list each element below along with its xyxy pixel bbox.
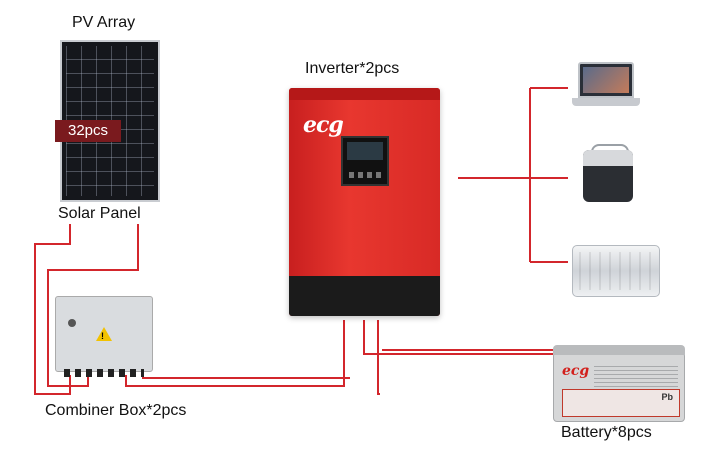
solar-panel-caption: Solar Panel [58,205,141,222]
pv-array-title: PV Array [72,14,136,31]
combiner-box-icon: ! [55,296,153,377]
combiner-to-inverter-wire-1 [125,320,345,387]
battery-pb-mark: Pb [661,392,673,402]
battery-logo: ecg [562,363,590,379]
combiner-box-caption: Combiner Box*2pcs [45,402,187,419]
laptop-base [572,98,640,106]
pv-to-combiner-wire-2 [47,224,139,387]
inverter-title: Inverter*2pcs [305,60,400,77]
inverter-to-battery-wire-2 [377,320,380,395]
battery-icon: ecg Pb [553,345,685,422]
laptop-icon [578,62,634,98]
battery-caption: Battery*8pcs [561,424,652,441]
panel-count-badge: 32pcs [55,120,121,142]
inverter-logo: ecg [303,112,344,138]
dehumidifier-icon [572,245,660,297]
high-voltage-warning-icon [96,327,112,341]
inverter-display [341,136,389,186]
portable-fridge-icon [583,144,633,202]
inverter-to-battery-wire-1 [363,320,596,355]
combiner-to-inverter-wire-2 [142,375,350,379]
pv-to-combiner-wire-1 [34,224,71,395]
inverter-icon: ecg [289,88,440,316]
